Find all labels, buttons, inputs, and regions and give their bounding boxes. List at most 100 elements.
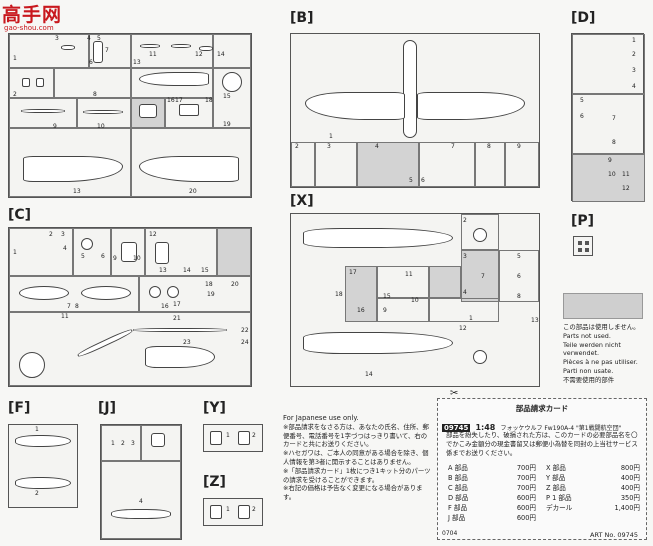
card-product-line: 09745 1:48 フォッケウルフ Fw190A-4 "第1戦闘航空団" xyxy=(442,415,642,434)
part-number: 4 xyxy=(87,35,91,42)
part-fuselage-half-lower xyxy=(303,332,453,354)
site-logo: 高手网 gao-shou.com xyxy=(0,0,76,36)
runner-b-cell xyxy=(505,142,539,187)
unused-note-line: Pièces à ne pas utiliser. xyxy=(563,358,638,367)
part-number: 15 xyxy=(223,93,231,100)
part-number: 1 xyxy=(469,315,473,322)
part-number: 12 xyxy=(622,185,630,192)
runner-j-cell xyxy=(101,461,181,539)
section-label-b: [B] xyxy=(290,10,314,26)
part-number: 13 xyxy=(531,317,539,324)
part-number: 3 xyxy=(463,253,467,260)
runner-d-cell-unused xyxy=(572,154,645,202)
runner-a-cell xyxy=(131,68,213,98)
part-number: 7 xyxy=(481,273,485,280)
runner-a-cell xyxy=(131,128,251,197)
part-small xyxy=(179,104,199,116)
part-rod xyxy=(21,109,65,113)
card-title: 部品請求カード xyxy=(515,404,569,413)
runner-x-cell xyxy=(461,214,499,250)
runner-b-cell xyxy=(291,142,315,187)
unused-note-line: 不需要使用的部件 xyxy=(563,375,615,384)
part-small xyxy=(151,433,165,447)
part-panel xyxy=(15,435,71,447)
unused-note-line: Teile werden nicht verwendet. xyxy=(563,340,621,358)
runner-x-frame: 1 2 3 4 5 6 7 8 9 10 11 12 13 14 15 16 1… xyxy=(290,213,540,387)
runner-a-cell xyxy=(213,34,251,68)
part-number: 3 xyxy=(131,440,135,447)
part-number: 10 xyxy=(133,255,141,262)
part-number: 6 xyxy=(517,273,521,280)
part-number: 3 xyxy=(327,143,331,150)
part-number: 7 xyxy=(451,143,455,150)
part-rod xyxy=(133,328,227,332)
runner-j-frame: 1 2 3 4 xyxy=(100,424,182,540)
part-number: 15 xyxy=(201,267,209,274)
part-number: 12 xyxy=(149,231,157,238)
part-fuselage-top xyxy=(403,40,417,138)
part-number: 9 xyxy=(53,123,57,130)
part-panel xyxy=(15,477,71,489)
part-number: 6 xyxy=(580,113,584,120)
part-number: 8 xyxy=(487,143,491,150)
section-label-x: [X] xyxy=(290,193,314,209)
part-small xyxy=(93,41,103,63)
product-scale: 1:48 xyxy=(475,423,496,432)
runner-c-cell xyxy=(139,276,251,312)
part-wheel xyxy=(167,286,179,298)
part-small xyxy=(238,431,250,445)
part-number: 14 xyxy=(217,51,225,58)
part-number: 2 xyxy=(121,440,125,447)
part-small xyxy=(22,78,30,87)
runner-c-frame: 1 2 3 4 5 6 7 8 9 10 11 12 13 14 15 16 1… xyxy=(8,227,252,387)
part-number: 7 xyxy=(67,303,71,310)
part-number: 1 xyxy=(35,426,39,433)
runner-x-cell xyxy=(377,298,429,322)
part-number: 10 xyxy=(97,123,105,130)
part-number: 23 xyxy=(183,339,191,346)
part-small xyxy=(210,505,222,519)
part-number: 14 xyxy=(365,371,373,378)
part-number: 12 xyxy=(459,325,467,332)
runner-x-cell xyxy=(499,250,539,302)
card-footer-code: 0704 xyxy=(442,530,458,537)
part-number: 5 xyxy=(517,253,521,260)
scissors-icon: ✂ xyxy=(450,388,459,399)
runner-a-cell xyxy=(165,98,213,128)
part-number: 9 xyxy=(517,143,521,150)
part-small xyxy=(171,44,191,48)
part-canopy xyxy=(139,72,209,86)
part-number: 13 xyxy=(159,267,167,274)
parts-request-card: 部品請求カード 09745 1:48 フォッケウルフ Fw190A-4 "第1戦… xyxy=(437,398,647,540)
section-label-d: [D] xyxy=(571,10,596,26)
part-fuselage-half-upper xyxy=(303,228,453,248)
part-number: 3 xyxy=(632,67,636,74)
part-wheel xyxy=(222,72,242,92)
part-small xyxy=(210,431,222,445)
runner-a-cell xyxy=(54,68,131,98)
part-number: 11 xyxy=(405,271,413,278)
part-panel xyxy=(111,509,171,519)
notice-paragraph: ※「部品請求カード」1枚につき1キット分のパーツの請求を受けることができます。 xyxy=(283,466,431,484)
part-number: 18 xyxy=(205,281,213,288)
runner-p-frame xyxy=(573,236,593,256)
runner-d-frame: 1 2 3 4 5 6 7 8 9 10 11 12 xyxy=(571,33,645,202)
part-wing-upper-right xyxy=(417,92,525,120)
part-number: 17 xyxy=(349,269,357,276)
part-engine xyxy=(19,352,45,378)
part-number: 11 xyxy=(149,51,157,58)
part-number: 18 xyxy=(205,97,213,104)
part-number: 20 xyxy=(231,281,239,288)
part-number: 24 xyxy=(241,339,249,346)
part-number: 16 xyxy=(167,97,175,104)
part-number: 21 xyxy=(173,315,181,322)
part-number: 11 xyxy=(622,171,630,178)
part-wheel xyxy=(149,286,161,298)
runner-c-cell-unused xyxy=(217,228,251,276)
runner-a-cell xyxy=(9,34,89,68)
runner-a-frame: 3 4 5 7 6 1 2 11 13 12 14 8 9 10 16 17 1… xyxy=(8,33,252,198)
runner-d-cell xyxy=(572,34,645,94)
